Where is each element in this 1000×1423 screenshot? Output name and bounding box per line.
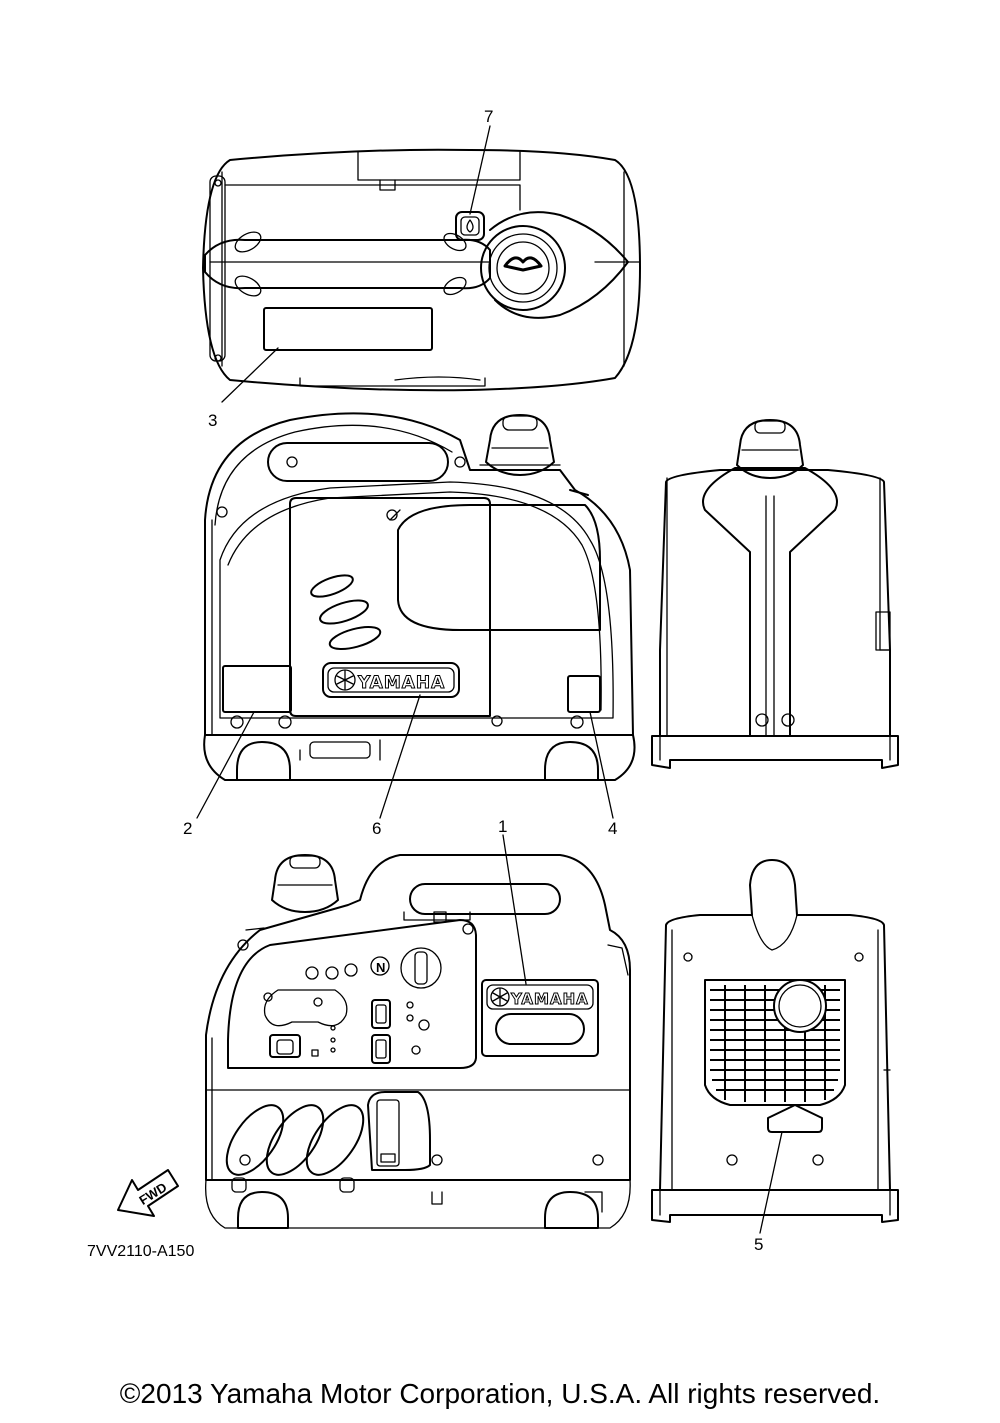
callout-7: 7 bbox=[484, 107, 493, 126]
part-code: 7VV2110-A150 bbox=[87, 1243, 194, 1260]
exploded-diagram: YAMAHA bbox=[87, 107, 899, 1260]
leader-lines bbox=[196, 125, 783, 1234]
top-view bbox=[202, 148, 641, 392]
rear-view-top bbox=[651, 419, 899, 769]
badge-text-middle: YAMAHA bbox=[357, 673, 445, 693]
copyright-notice: ©2013 Yamaha Motor Corporation, U.S.A. A… bbox=[119, 1378, 881, 1409]
callout-4: 4 bbox=[608, 819, 617, 838]
badge-text-front: YAMAHA bbox=[510, 990, 589, 1008]
callout-numbers: 7 3 2 6 4 1 5 bbox=[183, 107, 763, 1254]
side-view-left: YAMAHA bbox=[203, 412, 636, 781]
callout-1: 1 bbox=[498, 817, 507, 836]
fwd-arrow: FWD bbox=[117, 1169, 179, 1217]
front-view: N YAMAHA bbox=[204, 854, 631, 1229]
rear-view-bottom bbox=[651, 859, 899, 1223]
neutral-symbol: N bbox=[376, 960, 385, 975]
callout-3: 3 bbox=[208, 411, 217, 430]
callout-6: 6 bbox=[372, 819, 381, 838]
callout-2: 2 bbox=[183, 819, 192, 838]
callout-5: 5 bbox=[754, 1235, 763, 1254]
